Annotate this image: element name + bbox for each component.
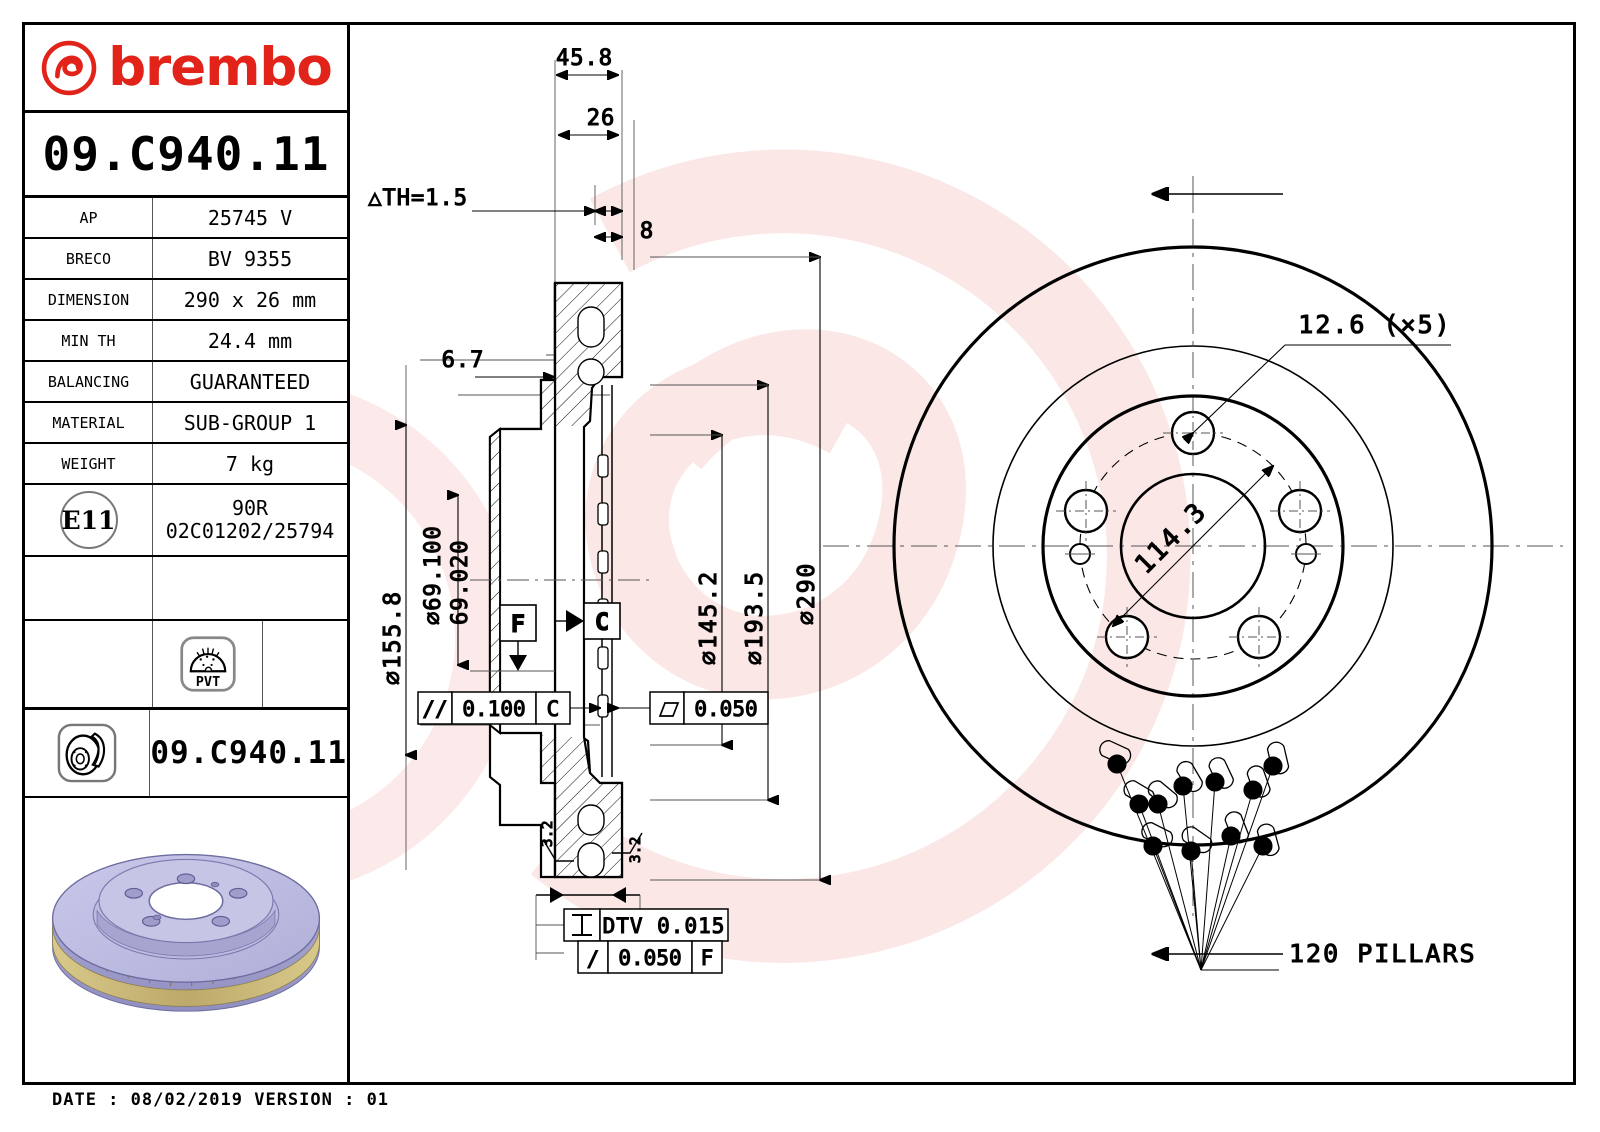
- spec-label-material: MATERIAL: [25, 403, 153, 442]
- svg-text:8: 8: [640, 219, 654, 244]
- date-footer: DATE : 08/02/2019 VERSION : 01: [52, 1090, 390, 1110]
- roughness-mark-1: 3.2: [540, 820, 556, 847]
- brembo-logo-icon: [41, 40, 97, 95]
- homologation-line2: 02C01202/25794: [165, 519, 335, 543]
- spec-value-min-th: 24.4 mm: [207, 328, 293, 353]
- svg-text:26: 26: [587, 106, 616, 131]
- brake-disc-icon-cell: [25, 710, 151, 796]
- spec-label-ap: AP: [25, 198, 153, 237]
- svg-text:△TH=1.5: △TH=1.5: [368, 186, 468, 211]
- pvt-cell-left: [25, 621, 153, 707]
- homologation-line1: 90R: [231, 496, 269, 520]
- spec-value-dimension: 290 x 26 mm: [183, 287, 317, 312]
- datum-f-label: F: [511, 610, 525, 638]
- pvt-cell-right: [263, 621, 347, 707]
- spec-value-balancing: GUARANTEED: [189, 369, 311, 394]
- tolerance-value-2: 0.050: [694, 697, 757, 721]
- tolerance-dtv: DTV 0.015: [603, 914, 726, 938]
- blank-cell-left: [25, 557, 153, 619]
- svg-text:45.8: 45.8: [556, 46, 613, 71]
- blank-cell-right: [153, 557, 347, 619]
- spec-value-weight: 7 kg: [225, 451, 275, 476]
- table-row: DIMENSION 290 x 26 mm: [25, 280, 347, 321]
- roughness-mark-2: 3.2: [628, 836, 644, 863]
- svg-text:6.7: 6.7: [442, 348, 485, 373]
- table-row: WEIGHT 7 kg: [25, 444, 347, 485]
- spec-label-breco: BRECO: [25, 239, 153, 278]
- tolerance-datum-1: C: [547, 697, 560, 721]
- svg-text:69.020: 69.020: [448, 540, 473, 625]
- table-row: BALANCING GUARANTEED: [25, 362, 347, 403]
- spec-value-breco: BV 9355: [207, 246, 293, 271]
- spec-label-dimension: DIMENSION: [25, 280, 153, 319]
- svg-text:⌀69.100: ⌀69.100: [421, 525, 446, 625]
- pvt-coating-icon: PVT: [179, 636, 236, 692]
- homologation-row: E11 90R 02C01202/25794: [25, 485, 347, 557]
- pvt-badge-cell: PVT: [153, 621, 263, 707]
- svg-text:⌀155.8: ⌀155.8: [380, 590, 406, 685]
- pvt-row: PVT: [25, 621, 347, 710]
- tolerance-symbol-parallelism: //: [422, 697, 447, 721]
- hole-callout-label: 12.6 (×5): [1298, 310, 1451, 339]
- svg-text:⌀193.5: ⌀193.5: [742, 570, 768, 665]
- spec-table: brembo 09.C940.11 AP 25745 V BRECO BV 93…: [25, 25, 350, 1082]
- engineering-drawing: 45.8 26 △TH=1.5 8 6.7 ⌀155.8 ⌀69.100 69.…: [368, 45, 1563, 974]
- spec-label-balancing: BALANCING: [25, 362, 153, 401]
- table-row-blank: [25, 557, 347, 621]
- table-row: MATERIAL SUB-GROUP 1: [25, 403, 347, 444]
- table-row: AP 25745 V: [25, 198, 347, 239]
- part-number-value: 09.C940.11: [42, 127, 330, 181]
- brake-disc-icon: [57, 723, 117, 783]
- disc-part-row: 09.C940.11: [25, 710, 347, 798]
- tolerance-datum-3: F: [701, 946, 714, 970]
- pillars-callout-label: 120 PILLARS: [1289, 939, 1477, 968]
- brembo-wordmark: brembo: [108, 37, 333, 98]
- brembo-logo: brembo: [25, 25, 347, 113]
- tolerance-value-1: 0.100: [462, 697, 525, 721]
- tolerance-symbol-runout: /: [587, 947, 600, 971]
- part-number-header: 09.C940.11: [25, 113, 347, 198]
- datum-c-label: C: [595, 608, 609, 636]
- brake-disc-3d-render: [51, 853, 321, 1012]
- spec-label-min-th: MIN TH: [25, 321, 153, 360]
- drawing-frame: [22, 22, 1576, 1085]
- disc-part-number: 09.C940.11: [150, 735, 347, 771]
- product-image-cell: [25, 798, 347, 1033]
- svg-text:⌀290: ⌀290: [794, 562, 820, 625]
- spec-value-material: SUB-GROUP 1: [183, 410, 317, 435]
- tolerance-value-3: 0.050: [618, 946, 681, 970]
- svg-text:⌀145.2: ⌀145.2: [696, 570, 722, 665]
- pvt-label: PVT: [195, 674, 220, 690]
- table-row: BRECO BV 9355: [25, 239, 347, 280]
- e11-mark: E11: [59, 491, 118, 549]
- spec-value-ap: 25745 V: [207, 205, 293, 230]
- homologation-mark-cell: E11: [25, 485, 153, 555]
- table-row: MIN TH 24.4 mm: [25, 321, 347, 362]
- homologation-code-cell: 90R 02C01202/25794: [153, 485, 347, 555]
- spec-label-weight: WEIGHT: [25, 444, 153, 483]
